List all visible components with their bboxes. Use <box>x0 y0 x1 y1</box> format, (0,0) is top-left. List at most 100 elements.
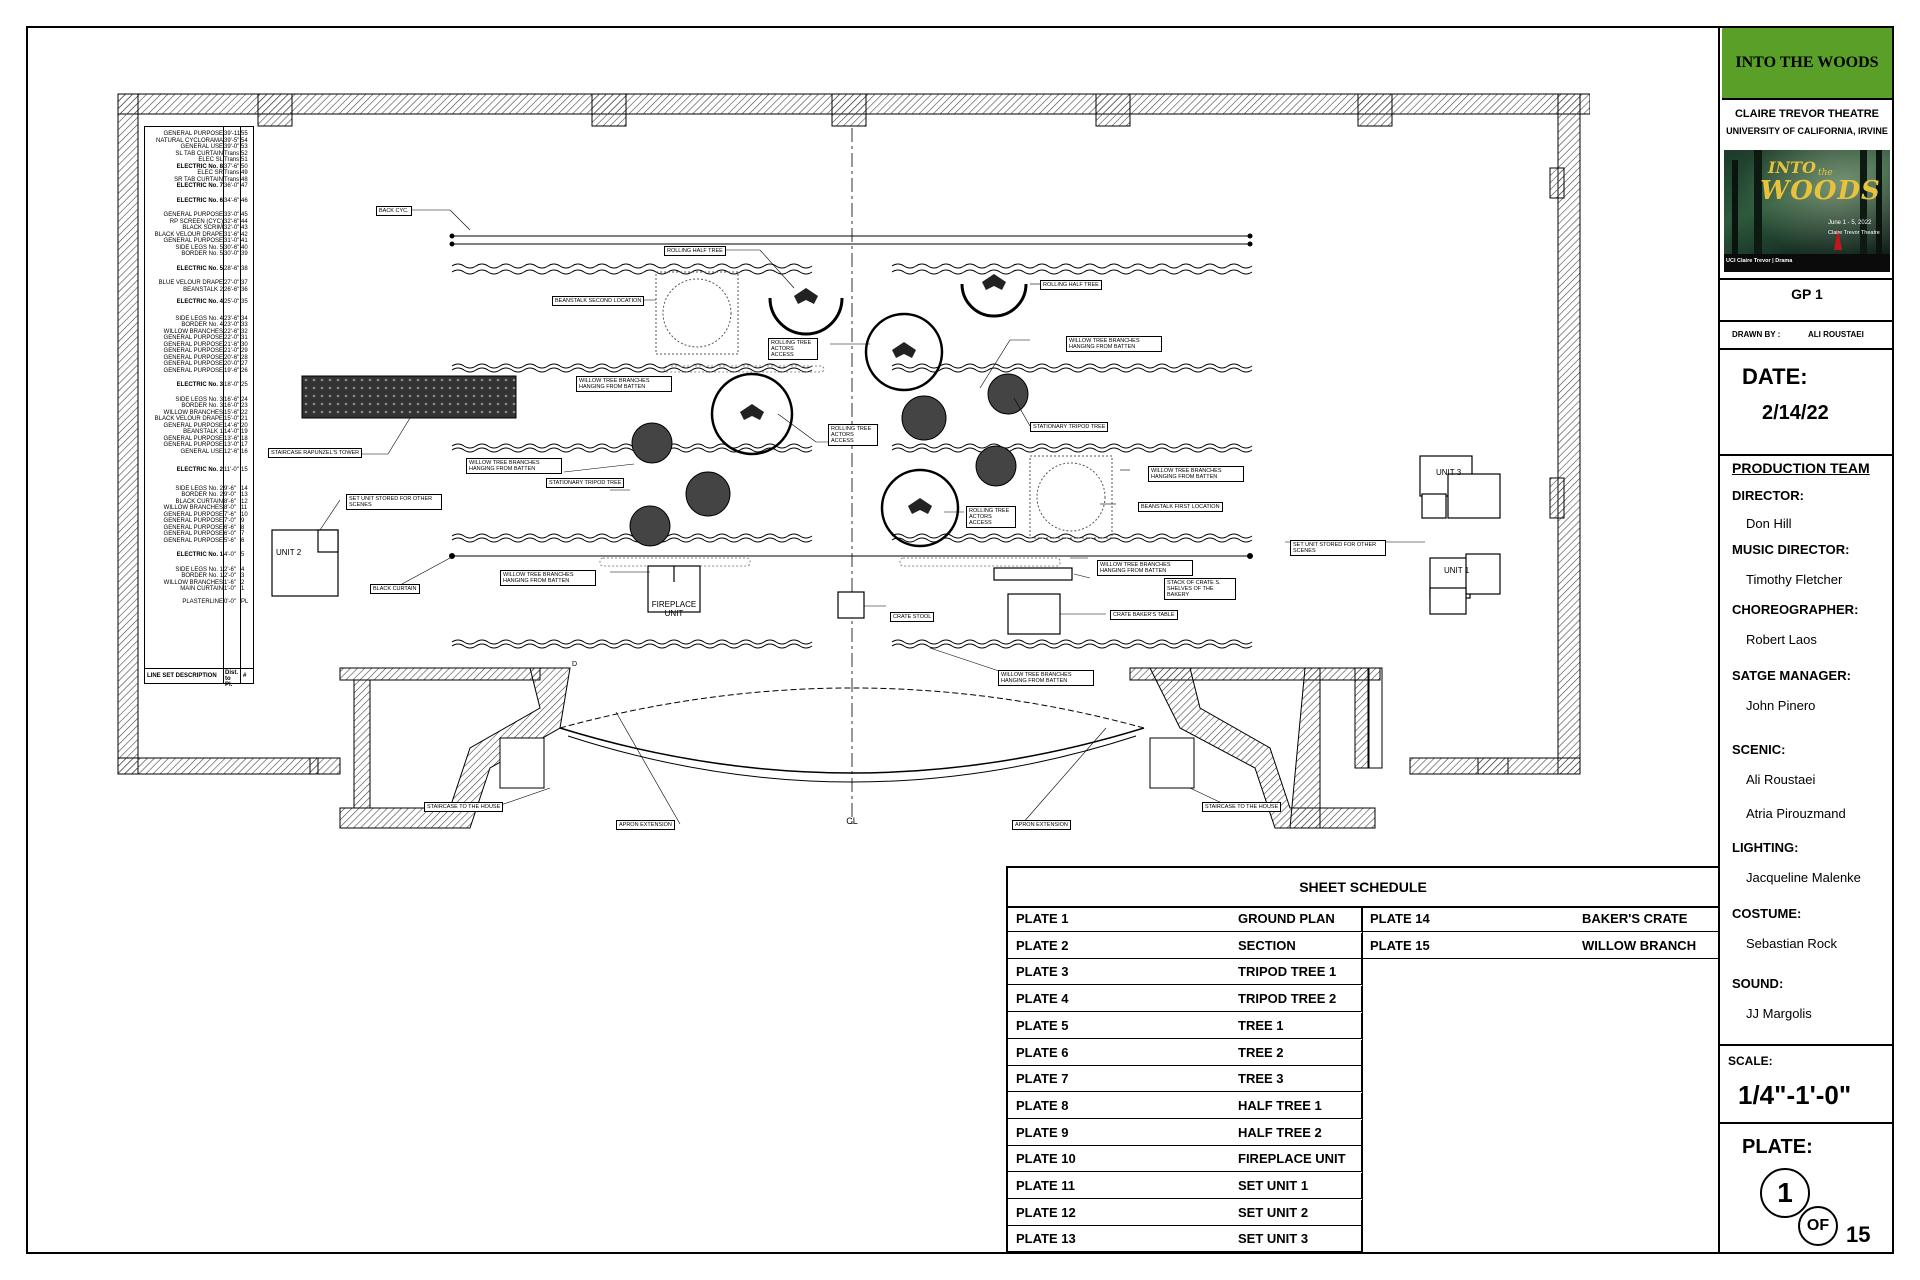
line-set-cell-number: 20 <box>241 422 248 429</box>
line-set-cell-description: SIDE LEGS No. 3 <box>175 396 223 403</box>
line-set-cell-number: 33 <box>241 322 248 328</box>
line-set-cell-distance: 18'-0" <box>224 382 240 388</box>
line-set-cell-number: 43 <box>241 225 248 231</box>
line-set-cell-distance: 13'-0" <box>224 442 240 448</box>
line-set-cell-distance: 15'-0" <box>224 416 240 422</box>
line-set-cell-description: BLACK VELOUR DRAPE <box>154 416 223 422</box>
label-d: D <box>572 661 578 668</box>
team-member-name: Timothy Fletcher <box>1746 572 1843 587</box>
line-set-cell-distance: 8'-0" <box>224 505 236 511</box>
schedule-plate: PLATE 5 <box>1016 1017 1069 1033</box>
line-set-cell-description: GENERAL PURPOSE <box>163 537 223 544</box>
line-set-cell-description: ELECTRIC No. 2 <box>176 467 223 473</box>
line-set-cell-description: BORDER No. 3 <box>181 403 223 409</box>
line-set-cell-number: 46 <box>241 197 248 204</box>
line-set-cell-distance: 8'-6" <box>224 498 236 505</box>
line-set-cell-description: NATURAL CYCLORAMA <box>155 137 223 144</box>
line-set-cell-number: PL <box>241 598 249 605</box>
label-fireplace-line1: FIREPLACE <box>651 600 697 609</box>
label-apron-2: APRON EXTENSION <box>1012 820 1071 830</box>
poster-title-3: WOODS <box>1760 176 1881 206</box>
team-role: SOUND: <box>1732 976 1784 991</box>
line-set-cell-distance: 9'-6" <box>224 485 236 492</box>
line-set-cell-number: 4 <box>241 566 245 573</box>
line-set-cell-distance: 25'-0" <box>224 299 240 305</box>
line-set-cell-description: ELECTRIC No. 6 <box>176 197 223 204</box>
team-role: COSTUME: <box>1732 906 1802 921</box>
line-set-cell-distance: 22'-6" <box>224 328 240 335</box>
line-set-cell-description: BLUE VELOUR DRAPE <box>158 280 223 286</box>
team-member-name: Ali Roustaei <box>1746 772 1816 787</box>
label-crate-bakers-table: CRATE BAKER'S TABLE <box>1110 610 1178 620</box>
plate-label: PLATE: <box>1742 1136 1813 1158</box>
drawn-by-name: ALI ROUSTAEI <box>1808 330 1864 339</box>
line-set-cell-number: 32 <box>241 328 248 335</box>
line-set-cell-distance: Trans <box>224 176 240 183</box>
schedule-sheet-name: GROUND PLAN <box>1238 911 1335 926</box>
rolling-trees <box>710 283 1028 548</box>
line-set-cell-description: SIDE LEGS No. 4 <box>175 315 223 322</box>
line-set-cell-description: SL TAB CURTAIN <box>175 150 223 157</box>
line-set-cell-number: 31 <box>241 335 248 341</box>
label-fireplace-line2: UNIT <box>664 609 684 618</box>
drawing-code: GP 1 <box>1791 286 1823 302</box>
schedule-plate: PLATE 6 <box>1016 1044 1069 1060</box>
line-set-cell-description: GENERAL PURPOSE <box>163 422 223 429</box>
line-set-cell-distance: 14'-0" <box>224 429 240 435</box>
sheet-schedule-title: SHEET SCHEDULE <box>1008 868 1718 908</box>
line-set-footer-dist: Dist. to Pl. <box>225 670 239 688</box>
line-set-cell-description: GENERAL PURPOSE <box>163 367 223 374</box>
line-set-cell-number: 23 <box>241 403 248 409</box>
line-set-cell-number: 6 <box>241 537 245 544</box>
line-set-cell-distance: 14'-6" <box>224 422 240 429</box>
label-stationary-tripod-2: STATIONARY TRIPOD TREE <box>546 478 625 488</box>
label-rolling-half-tree-1: ROLLING HALF TREE <box>664 246 726 256</box>
schedule-plate: PLATE 13 <box>1016 1231 1076 1247</box>
line-set-cell-number: 54 <box>241 137 248 144</box>
venue-name: CLAIRE TREVOR THEATRE <box>1734 108 1880 120</box>
tb-divider <box>1720 1122 1894 1124</box>
schedule-plate: PLATE 12 <box>1016 1204 1076 1220</box>
line-set-cell-number: 37 <box>241 280 248 286</box>
tb-divider <box>1720 348 1894 350</box>
team-member-name: Sebastian Rock <box>1746 936 1838 951</box>
line-set-cell-distance: 1'-0" <box>224 586 236 592</box>
schedule-plate: PLATE 15 <box>1370 937 1430 953</box>
plate-number: 1 <box>1760 1168 1810 1218</box>
line-set-cell-description: RP SCREEN (CYC) <box>169 218 223 225</box>
line-set-cell-number: 44 <box>241 218 248 225</box>
label-willow-6: WILLOW TREE BRANCHES HANGING FROM BATTEN <box>500 570 596 586</box>
schedule-plate: PLATE 3 <box>1016 964 1069 980</box>
line-set-cell-number: 17 <box>241 442 248 448</box>
date-value: 2/14/22 <box>1762 402 1829 424</box>
line-set-cell-number: 2 <box>241 579 245 586</box>
line-set-cell-description: PLASTERLINE <box>182 598 223 605</box>
schedule-row: PLATE 3 TRIPOD TREE 1 <box>1008 959 1362 986</box>
line-set-cell-distance: Trans <box>224 157 240 163</box>
line-set-cell-description: SIDE LEGS No. 2 <box>175 485 223 492</box>
line-set-cell-description: GENERAL PURPOSE <box>163 341 223 348</box>
line-set-cell-distance: 26'-6" <box>224 286 240 293</box>
line-set-cell-distance: 37'-6" <box>224 163 240 170</box>
line-set-cell-description: BEANSTALK 2 <box>183 286 223 293</box>
line-set-cell-distance: 13'-6" <box>224 435 240 442</box>
label-staircase-house-1: STAIRCASE TO THE HOUSE <box>424 802 504 812</box>
schedule-sheet-name: TRIPOD TREE 1 <box>1238 964 1337 980</box>
label-unit3: UNIT 3 <box>1436 468 1462 477</box>
line-set-cell-number: 8 <box>241 524 245 531</box>
line-set-cell-description: GENERAL PURPOSE <box>163 435 223 442</box>
poster-school: UCI Claire Trevor | Drama <box>1726 258 1793 264</box>
line-set-cell-number: 36 <box>241 286 248 293</box>
production-team-label: PRODUCTION TEAM <box>1732 460 1870 476</box>
label-set-unit-stored-2: SET UNIT STORED FOR OTHER SCENES <box>1290 540 1386 556</box>
line-set-cell-description: GENERAL PURPOSE <box>163 518 223 524</box>
label-willow-1: WILLOW TREE BRANCHES HANGING FROM BATTEN <box>1066 336 1162 352</box>
line-set-cell-description: GENERAL USE <box>180 448 223 455</box>
